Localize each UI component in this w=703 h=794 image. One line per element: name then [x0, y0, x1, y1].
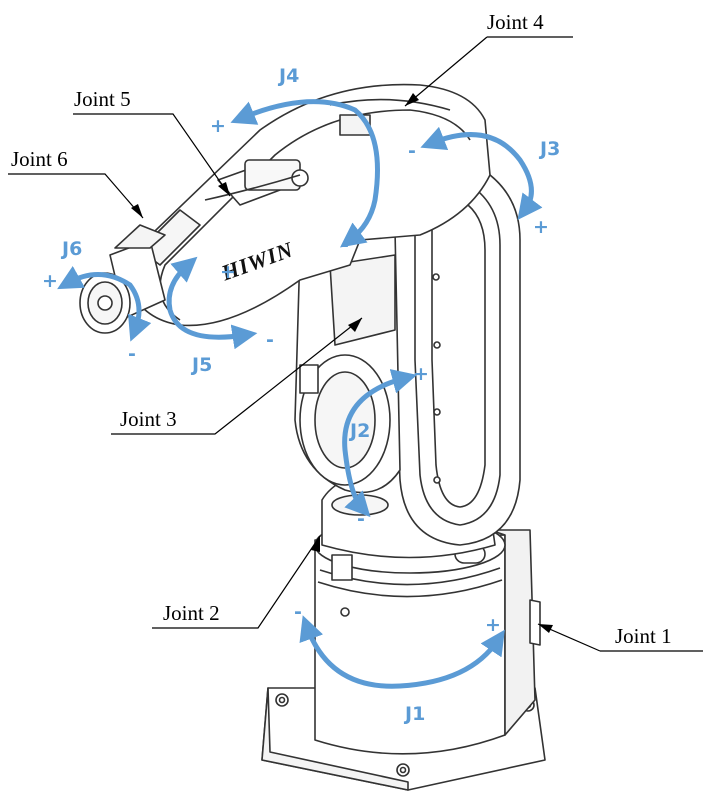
sign-j1-plus: + [485, 614, 501, 636]
leader-joint-5 [73, 113, 231, 197]
sign-j5-minus: - [266, 329, 274, 351]
sign-j4-plus: + [210, 115, 226, 137]
arrow-j4 [230, 99, 380, 248]
sign-j2-minus: - [357, 508, 365, 530]
sign-j4-minus: - [341, 234, 349, 256]
label-joint-3: Joint 3 [120, 407, 177, 431]
leader-joint-6 [8, 173, 144, 219]
label-joint-2: Joint 2 [163, 601, 220, 625]
sign-j5-plus: + [220, 261, 236, 283]
leader-arrows [131, 93, 553, 633]
label-joint-5: Joint 5 [74, 87, 131, 111]
axis-label-j1: J1 [405, 703, 426, 725]
arrow-j2 [342, 369, 418, 518]
sign-j3-plus: + [533, 216, 549, 238]
label-joint-4: Joint 4 [487, 10, 544, 34]
axis-label-j4: J4 [279, 65, 300, 87]
arrow-j3 [420, 126, 543, 221]
leader-joint-3 [111, 317, 363, 435]
axis-label-j6: J6 [62, 238, 83, 260]
axis-label-j3: J3 [540, 138, 561, 160]
label-joint-1: Joint 1 [615, 624, 672, 648]
sign-j6-plus: + [42, 270, 58, 292]
sign-j1-minus: - [294, 601, 302, 623]
arrow-j5 [166, 256, 258, 350]
leader-joint-4 [404, 36, 573, 107]
arrow-j1 [299, 615, 505, 689]
sign-j2-plus: + [413, 363, 429, 385]
leader-joint-2 [152, 535, 321, 629]
arrow-j6 [57, 265, 152, 342]
leader-lines [8, 36, 703, 652]
sign-j3-minus: - [408, 140, 416, 162]
sign-j6-minus: - [128, 343, 136, 365]
axis-label-j2: J2 [350, 420, 371, 442]
axis-label-j5: J5 [192, 354, 213, 376]
rotation-arrows [57, 99, 543, 689]
label-joint-6: Joint 6 [11, 147, 68, 171]
